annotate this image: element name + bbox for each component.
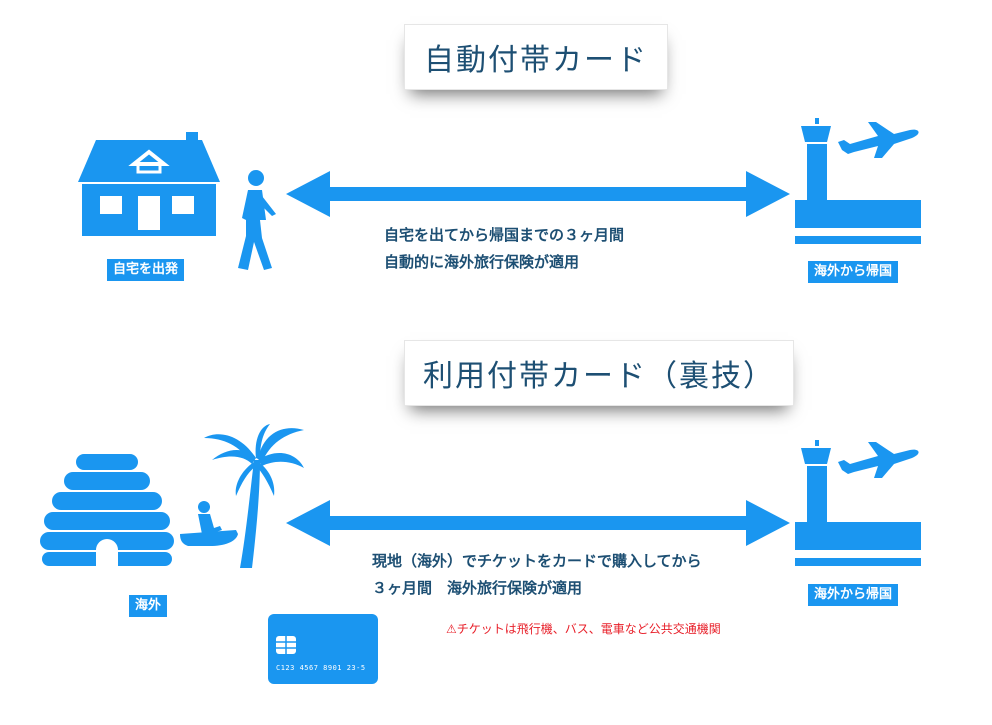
airport-tower-icon (795, 118, 921, 244)
section2-left-label: 海外 (129, 595, 168, 617)
section1-desc-line1: 自宅を出てから帰国までの３ヶ月間 (384, 226, 625, 244)
section1-right-label: 海外から帰国 (808, 261, 899, 283)
house-icon (78, 132, 220, 236)
section2-desc-line2: ３ヶ月間 海外旅行保険が適用 (372, 579, 583, 597)
airplane-icon (838, 442, 919, 478)
section2-description: 現地（海外）でチケットをカードで購入してから ３ヶ月間 海外旅行保険が適用 (372, 548, 702, 602)
section2-title-text: 利用付帯カード（裏技） (423, 359, 775, 394)
section2-desc-line1: 現地（海外）でチケットをカードで購入してから (372, 552, 702, 570)
card-chip-icon (276, 636, 296, 654)
section1-title-text: 自動付帯カード (424, 43, 648, 78)
section2-note: ⚠チケットは飛行機、バス、電車など公共交通機関 (446, 622, 721, 636)
airplane-icon (838, 122, 919, 158)
airport-tower-icon (795, 440, 921, 566)
beehive-icon (40, 454, 174, 566)
section1-left-label: 自宅を出発 (107, 259, 185, 281)
palm-tree-icon (204, 424, 304, 568)
double-arrow-icon (286, 171, 790, 217)
section1-desc-line2: 自動的に海外旅行保険が適用 (384, 253, 580, 271)
section2-title: 利用付帯カード（裏技） (404, 340, 794, 406)
card-number: C123 4567 8901 23-5 (276, 664, 366, 672)
double-arrow-icon (286, 500, 790, 546)
credit-card-icon: C123 4567 8901 23-5 (268, 614, 378, 684)
walking-person-icon (238, 170, 276, 270)
section1-title: 自動付帯カード (404, 24, 668, 90)
jet-ski-icon (180, 501, 238, 546)
section2-right-label: 海外から帰国 (808, 584, 899, 606)
section1-description: 自宅を出てから帰国までの３ヶ月間 自動的に海外旅行保険が適用 (384, 222, 624, 276)
